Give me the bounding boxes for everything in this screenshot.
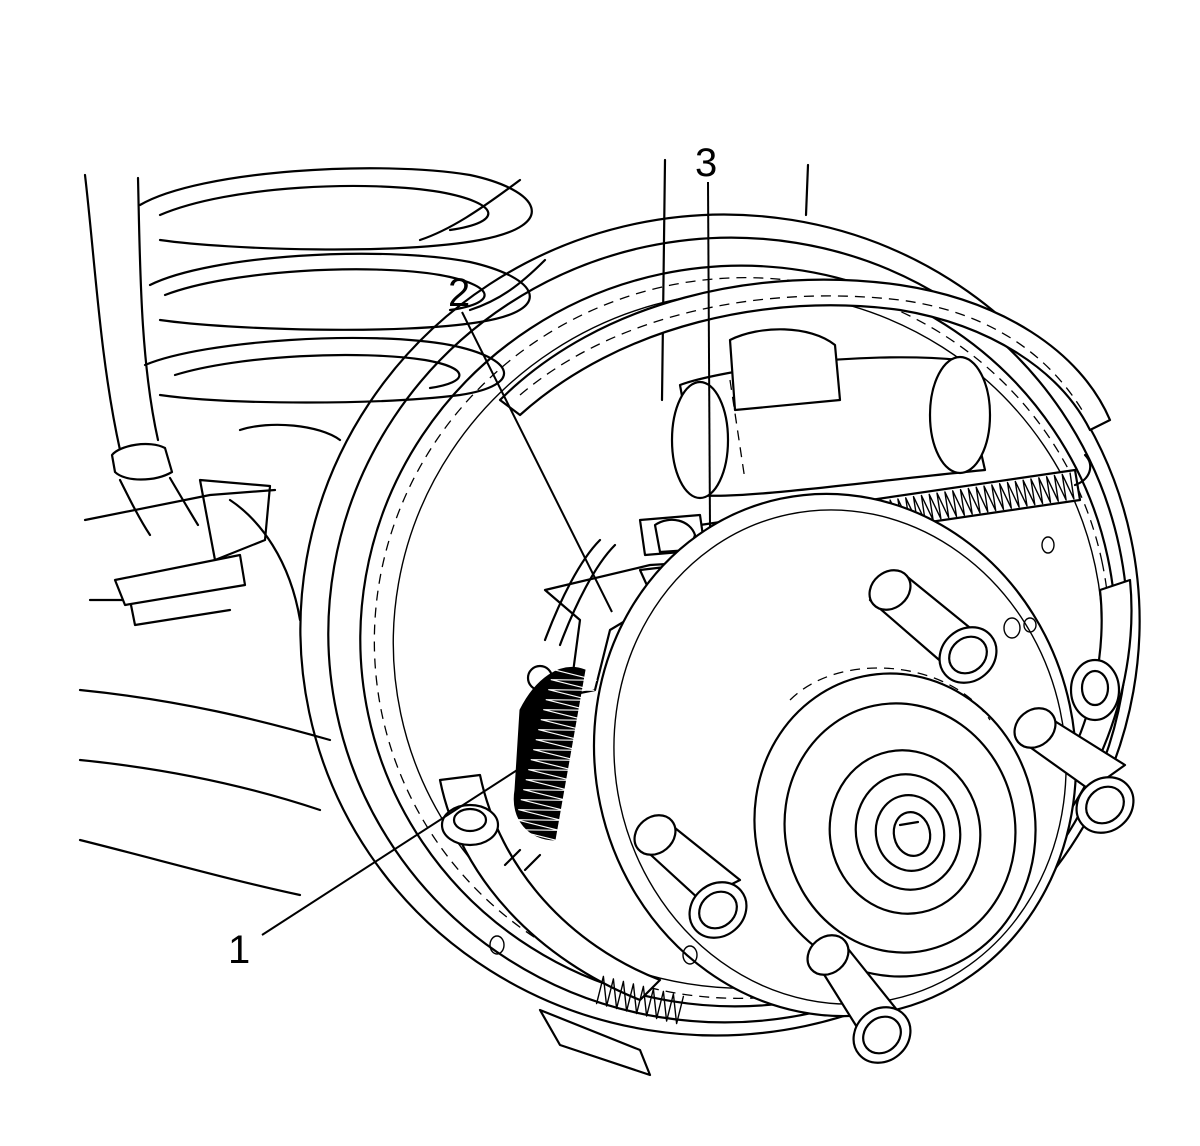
lower-return-spring (538, 975, 685, 1077)
wheel-stud-bottom (806, 934, 912, 1064)
wheel-stud-left (633, 814, 748, 939)
hold-down-pin-left (440, 803, 500, 847)
brake-hose (83, 173, 200, 537)
hold-down-pin-right (1069, 658, 1121, 722)
leader-line-2 (461, 311, 613, 613)
leader-line-1 (261, 764, 526, 936)
strut (660, 158, 810, 402)
leader-lines (261, 181, 711, 936)
suspension-arm (78, 423, 342, 897)
hub-center (753, 667, 1037, 978)
flange-holes (489, 536, 1055, 965)
wheel-stud-right (1013, 707, 1135, 834)
leader-line-3 (707, 181, 711, 529)
adjuster-spring (503, 666, 597, 872)
callout-2: 2 (448, 271, 470, 315)
callout-3: 3 (695, 141, 717, 185)
wheel-stud-top (868, 569, 998, 684)
coil-spring (138, 167, 547, 404)
brake-shoe-upper (498, 278, 1112, 432)
callout-1: 1 (228, 928, 250, 972)
wheel-cylinder (670, 328, 992, 500)
